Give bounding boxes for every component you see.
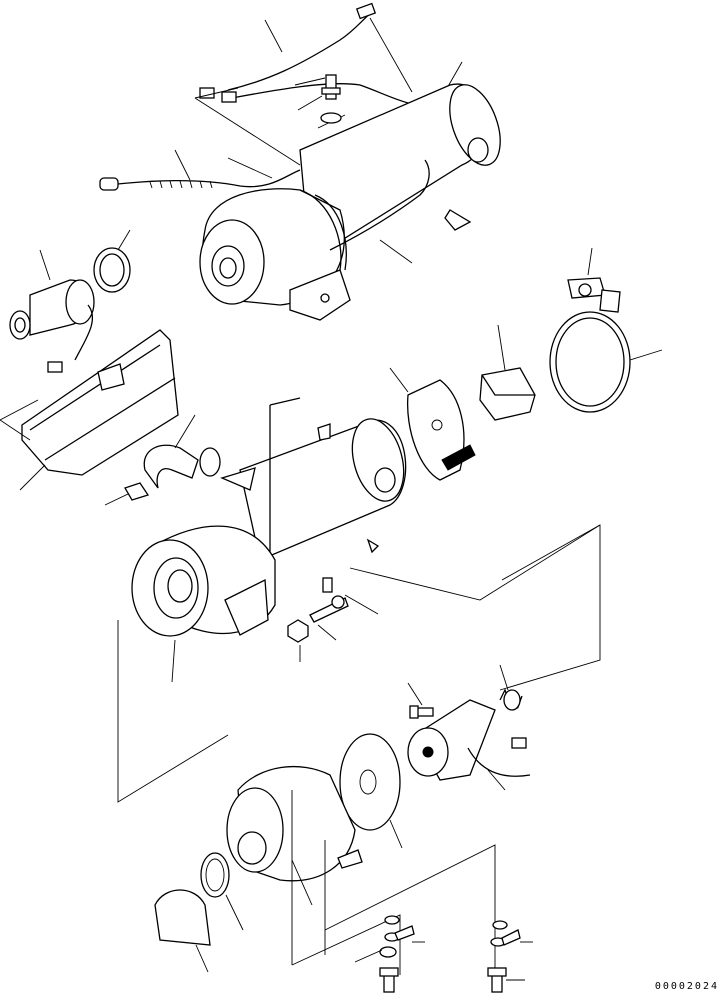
washer-set-left bbox=[354, 915, 425, 993]
washer-set-right bbox=[487, 920, 533, 993]
heater-assembly bbox=[199, 83, 501, 321]
nut bbox=[287, 619, 309, 662]
blower-housing bbox=[226, 765, 363, 965]
hose-clamp bbox=[93, 229, 131, 293]
fan-wheel bbox=[339, 733, 403, 849]
eye-bolt bbox=[309, 577, 379, 641]
controller-unit bbox=[389, 367, 476, 481]
spring bbox=[499, 664, 523, 711]
heat-exchanger bbox=[131, 525, 276, 683]
burner-motor-lower bbox=[407, 699, 531, 791]
end-cover bbox=[154, 889, 211, 973]
burner-motor-2 bbox=[479, 324, 536, 421]
drawing-number: 00002024 bbox=[654, 981, 719, 992]
sensor-bracket bbox=[567, 247, 621, 313]
leader-lines-middle bbox=[117, 524, 601, 803]
mounting-bracket bbox=[0, 329, 179, 491]
grille bbox=[200, 852, 244, 931]
band-clamp bbox=[549, 311, 663, 413]
hose bbox=[104, 414, 221, 506]
bolt bbox=[407, 682, 434, 719]
burner-motor bbox=[9, 249, 95, 373]
leader-lines-lower bbox=[291, 844, 496, 975]
combustion-chamber bbox=[220, 397, 407, 580]
wiring-harness bbox=[99, 2, 413, 191]
